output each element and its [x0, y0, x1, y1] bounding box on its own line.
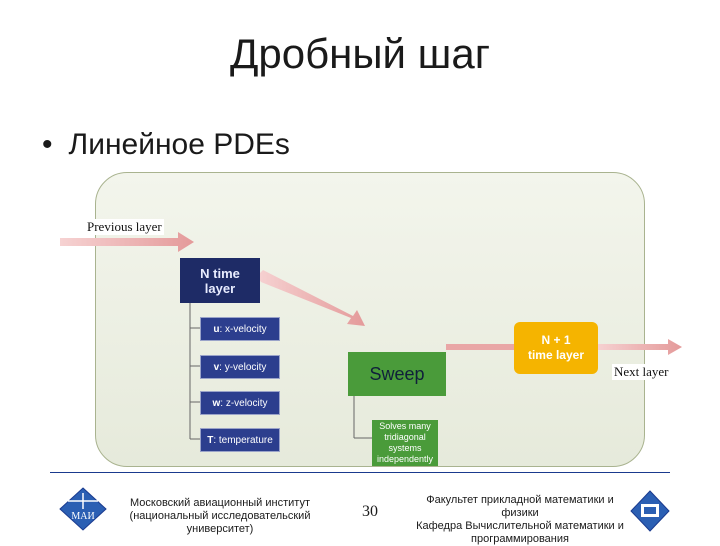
institute-line1: Московский авиационный институт	[130, 497, 310, 509]
solves-line1: Solves many	[379, 421, 431, 431]
sweep-box: Sweep	[348, 352, 446, 396]
n-plus-one-line2: time layer	[527, 348, 585, 362]
bullet-symbol: •	[42, 128, 53, 161]
n-time-layer-line1: N time	[200, 265, 240, 281]
faculty-name: Факультет прикладной математики и физики…	[410, 494, 630, 546]
variable-desc: : z-velocity	[220, 397, 268, 409]
next-layer-label: Next layer	[612, 364, 671, 380]
variable-desc: : y-velocity	[219, 361, 267, 373]
solves-line3: systems	[388, 443, 422, 453]
institute-name: Московский авиационный институт (национа…	[110, 497, 330, 536]
solves-line4: independently	[376, 454, 434, 464]
faculty-line2: Кафедра Вычислительной математики и	[416, 520, 624, 532]
variable-box-t: T: temperature	[200, 428, 280, 452]
sweep-connector	[353, 396, 372, 439]
institute-line2: (национальный исследовательский универси…	[129, 510, 311, 535]
n-time-layer-line2: layer	[204, 280, 236, 296]
bullet-text: Линейное PDEs	[68, 128, 290, 161]
previous-layer-label: Previous layer	[85, 219, 164, 235]
variable-letter: v	[213, 361, 220, 373]
diagonal-arrow	[257, 270, 365, 326]
mai-logo-text: МАИ	[71, 511, 94, 522]
variable-desc: : temperature	[213, 434, 273, 446]
mai-logo-icon: МАИ	[59, 487, 107, 531]
variable-letter: T	[207, 434, 214, 446]
variable-box-u: u: x-velocity	[200, 317, 280, 341]
solves-line2: tridiagonal	[384, 432, 426, 442]
slide-title: Дробный шаг	[229, 30, 491, 77]
variable-letter: w	[212, 397, 221, 409]
variable-desc: : x-velocity	[219, 323, 267, 335]
footer-divider	[50, 472, 670, 473]
page-number: 30	[362, 503, 378, 520]
faculty-line3: программирования	[471, 533, 569, 545]
solves-box: Solves many tridiagonal systems independ…	[372, 420, 438, 466]
variable-box-v: v: y-velocity	[200, 355, 280, 379]
previous-layer-arrow	[60, 232, 194, 252]
faculty-line1: Факультет прикладной математики и физики	[426, 494, 614, 519]
diagram-panel	[95, 172, 645, 467]
variable-letter: u	[213, 323, 220, 335]
bullet-item: • Линейное PDEs	[42, 128, 290, 162]
next-layer-arrow	[446, 339, 682, 355]
faculty-logo-icon	[630, 490, 670, 532]
n-plus-one-line1: N + 1	[541, 333, 571, 347]
variable-box-w: w: z-velocity	[200, 391, 280, 415]
